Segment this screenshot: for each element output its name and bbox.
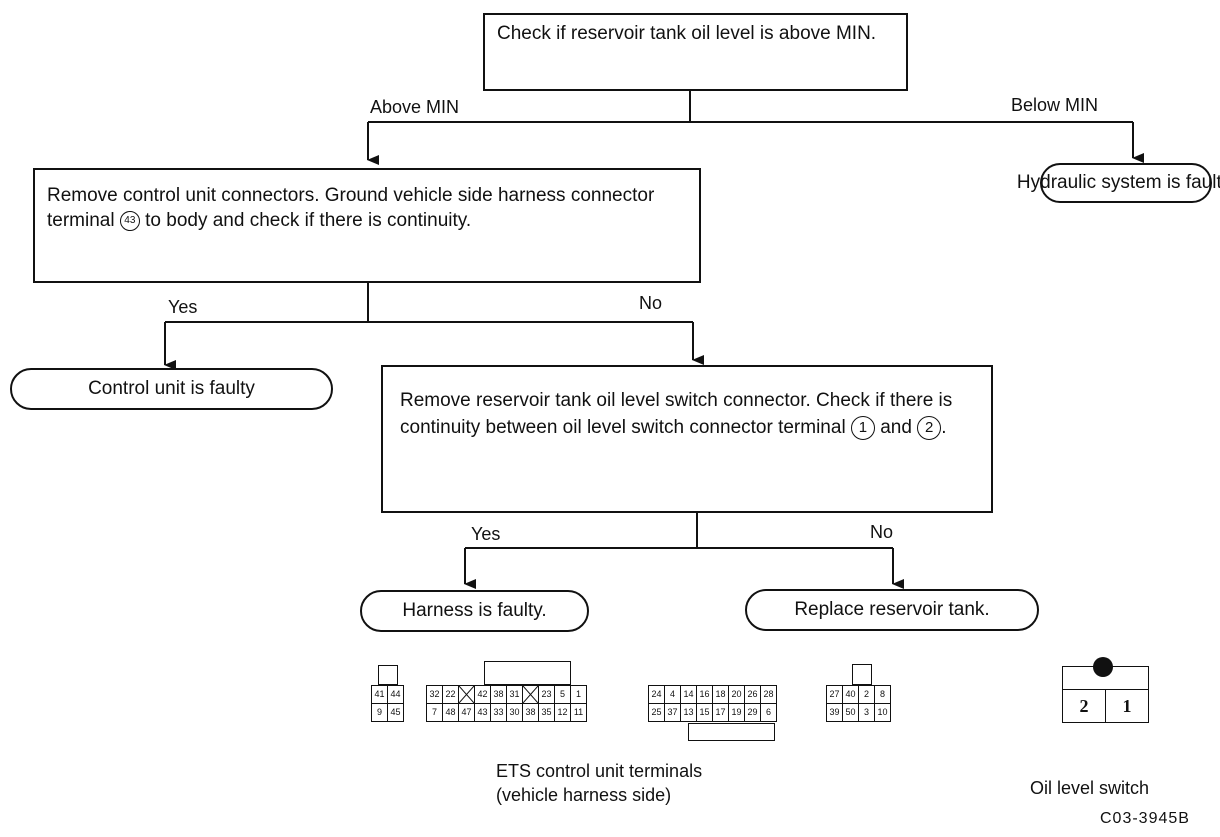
switch-pin: 2 (1062, 689, 1106, 723)
switch-continuity-and: and (880, 417, 912, 438)
continuity-check-text-a: Remove control unit connectors. Ground v… (47, 185, 655, 231)
c2-pin: 30 (506, 703, 523, 722)
c3-pin: 17 (712, 703, 729, 722)
ets-caption-line1: ETS control unit terminals (496, 761, 703, 781)
c2-pin: 48 (442, 703, 459, 722)
c4-pin: 40 (842, 685, 859, 704)
ets-caption-line2: (vehicle harness side) (496, 785, 672, 805)
c2-pin: 33 (490, 703, 507, 722)
c4-pin: 10 (874, 703, 891, 722)
connector-4-latch (852, 664, 872, 685)
c2-pin: 32 (426, 685, 443, 704)
step3-yes-label: Yes (471, 524, 501, 544)
hydraulic-faulty-text: Hydraulic system is faulty. (1016, 172, 1220, 193)
c1-pin: 45 (387, 703, 404, 722)
continuity-check-box: Remove control unit connectors. Ground v… (33, 168, 701, 283)
c2-unused-pin-cross-icon (458, 685, 475, 704)
switch-continuity-box: Remove reservoir tank oil level switch c… (381, 365, 993, 513)
c2-pin: 1 (570, 685, 587, 704)
c2-pin: 12 (554, 703, 571, 722)
switch-continuity-end: . (941, 417, 947, 438)
c1-pin: 41 (371, 685, 388, 704)
c3-pin: 16 (696, 685, 713, 704)
c2-pin: 47 (458, 703, 475, 722)
connector-2: 32 22 42 38 31 23 5 1 7 48 47 43 33 30 3… (426, 685, 587, 722)
ets-terminals-caption: ETS control unit terminals (vehicle harn… (496, 759, 702, 807)
c3-pin: 26 (744, 685, 761, 704)
c4-pin: 8 (874, 685, 891, 704)
check-oil-level-box: Check if reservoir tank oil level is abo… (483, 13, 908, 91)
connector-3: 24 4 14 16 18 20 26 28 25 37 13 15 17 19… (648, 685, 777, 722)
c3-pin: 18 (712, 685, 729, 704)
terminal-2-circle-icon: 2 (917, 415, 942, 440)
switch-pin: 1 (1105, 689, 1149, 723)
c2-pin: 22 (442, 685, 459, 704)
c3-pin: 29 (744, 703, 761, 722)
branch-above-min-label: Above MIN (370, 97, 460, 117)
switch-continuity-text: Remove reservoir tank oil level switch c… (400, 390, 953, 438)
step2-yes-label: Yes (168, 297, 198, 317)
replace-tank-result: Replace reservoir tank. (745, 589, 1039, 631)
c1-pin: 44 (387, 685, 404, 704)
harness-faulty-text: Harness is faulty. (402, 600, 547, 621)
hydraulic-faulty-result: Hydraulic system is faulty. (1017, 163, 1220, 203)
c3-pin: 4 (664, 685, 681, 704)
c2-pin: 5 (554, 685, 571, 704)
c2-pin: 7 (426, 703, 443, 722)
oil-level-switch-connector: 2 1 (1062, 657, 1149, 723)
control-unit-faulty-result: Control unit is faulty (10, 368, 333, 410)
c3-pin: 19 (728, 703, 745, 722)
c2-pin: 38 (522, 703, 539, 722)
c2-pin: 42 (474, 685, 491, 704)
switch-latch-dot-icon (1062, 657, 1149, 690)
connector-4: 27 40 2 8 39 50 3 10 (826, 685, 891, 722)
c2-pin: 43 (474, 703, 491, 722)
c3-pin: 14 (680, 685, 697, 704)
c4-pin: 3 (858, 703, 875, 722)
c3-pin: 24 (648, 685, 665, 704)
c2-pin: 31 (506, 685, 523, 704)
c2-unused-pin-cross-icon (522, 685, 539, 704)
c2-pin: 11 (570, 703, 587, 722)
c3-pin: 6 (760, 703, 777, 722)
connector-2-latch (484, 661, 571, 685)
step3-no-label: No (870, 522, 894, 542)
continuity-check-text-b: to body and check if there is continuity… (145, 210, 472, 231)
terminal-1-circle-icon: 1 (850, 415, 875, 440)
c3-pin: 37 (664, 703, 681, 722)
terminal-43-circle-icon: 43 (119, 210, 140, 231)
c1-pin: 9 (371, 703, 388, 722)
replace-tank-text: Replace reservoir tank. (794, 599, 990, 620)
step2-no-label: No (639, 293, 663, 313)
c4-pin: 39 (826, 703, 843, 722)
check-oil-level-text: Check if reservoir tank oil level is abo… (497, 23, 877, 44)
c4-pin: 2 (858, 685, 875, 704)
harness-faulty-result: Harness is faulty. (360, 590, 589, 632)
c3-pin: 15 (696, 703, 713, 722)
c3-pin: 25 (648, 703, 665, 722)
control-unit-faulty-text: Control unit is faulty (88, 378, 255, 399)
figure-code: C03-3945B (1100, 810, 1190, 827)
c2-pin: 38 (490, 685, 507, 704)
c3-pin: 20 (728, 685, 745, 704)
oil-level-switch-label: Oil level switch (1030, 778, 1150, 798)
connector-1-latch (378, 665, 398, 685)
c2-pin: 23 (538, 685, 555, 704)
branch-below-min-label: Below MIN (1011, 95, 1099, 115)
c4-pin: 27 (826, 685, 843, 704)
c4-pin: 50 (842, 703, 859, 722)
connector-3-latch (688, 723, 775, 741)
c3-pin: 28 (760, 685, 777, 704)
c3-pin: 13 (680, 703, 697, 722)
c2-pin: 35 (538, 703, 555, 722)
